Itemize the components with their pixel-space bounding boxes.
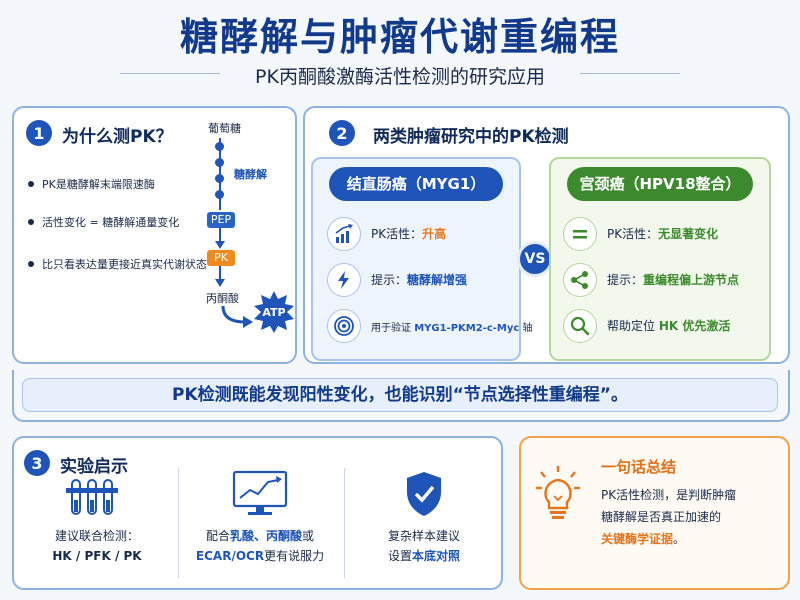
experiment-text: 设置本底对照 <box>350 546 498 566</box>
bullet-dot <box>28 261 34 267</box>
row-prefix: PK活性： <box>607 227 659 241</box>
atp-label: ATP <box>262 306 286 319</box>
page-title: 糖酵解与肿瘤代谢重编程 <box>179 15 620 59</box>
row-prefix: 帮助定位 <box>607 319 659 333</box>
arrow-down-icon <box>215 266 225 287</box>
header-divider-right <box>580 73 680 74</box>
row-value: 升高 <box>422 227 447 241</box>
row-prefix: PK活性： <box>371 227 423 241</box>
text-part: 或 <box>302 529 315 543</box>
colorectal-row-hint: 提示：糖酵解增强 <box>371 271 467 288</box>
pathway-glycolysis-label: 糖酵解 <box>234 168 267 181</box>
text-highlight: 本底对照 <box>412 549 461 563</box>
lightning-icon <box>327 263 361 297</box>
arrow-down-icon <box>215 228 225 249</box>
experiment-col-lactate: 配合乳酸、丙酮酸或 ECAR/OCR更有说服力 <box>184 526 336 566</box>
section-experiment: 3 实验启示 建议联合检测： HK / PFK / PK 配合乳酸、丙酮酸或 E… <box>12 436 503 590</box>
banner-frame <box>12 370 790 422</box>
pathway-dot <box>215 190 224 199</box>
cervical-row-hint: 提示：重编程偏上游节点 <box>607 271 739 288</box>
atp-burst-icon <box>254 291 294 333</box>
bullet-text: PK是糖酵解末端限速酶 <box>42 178 155 191</box>
section-title-experiment: 实验启示 <box>60 457 128 477</box>
pathway-pep-box: PEP <box>207 212 235 228</box>
summary-line: 糖酵解是否真正加速的 <box>601 510 722 524</box>
pathway-pk-box: PK <box>207 250 235 266</box>
section-summary: 一句话总结 PK活性检测，是判断肿瘤 糖酵解是否真正加速的 关键酶学证据。 <box>519 436 790 590</box>
summary-banner: PK检测既能发现阳性变化，也能识别“节点选择性重编程”。 <box>22 378 778 412</box>
text-highlight: ECAR/OCR <box>195 549 265 563</box>
pathway-dot <box>215 158 224 167</box>
pathway-pyruvate: 丙酮酸 <box>206 292 239 305</box>
bullet-text: 比只看表达量更接近真实代谢状态 <box>42 258 207 271</box>
experiment-col-background: 复杂样本建议 设置本底对照 <box>350 526 498 566</box>
pathway-dot <box>215 142 224 151</box>
section-number-2: 2 <box>329 120 355 146</box>
section-number-1: 1 <box>26 120 52 146</box>
monitor-chart-icon <box>232 470 288 515</box>
bullet-dot <box>28 181 34 187</box>
lightbulb-icon <box>536 466 580 519</box>
row-prefix: 提示： <box>607 273 644 287</box>
share-icon <box>563 263 597 297</box>
experiment-text: 复杂样本建议 <box>387 529 460 543</box>
magnifier-icon <box>563 309 597 343</box>
row-value: 重编程偏上游节点 <box>643 273 740 287</box>
summary-body: PK活性检测，是判断肿瘤 糖酵解是否真正加速的 关键酶学证据。 <box>601 484 736 550</box>
colorectal-row-pk: PK活性：升高 <box>371 225 446 242</box>
bullet-text: 活性变化 = 糖酵解通量变化 <box>42 216 180 229</box>
vs-badge: VS <box>517 241 553 277</box>
section-number-3: 3 <box>24 450 50 476</box>
experiment-text: 建议联合检测： <box>54 529 139 543</box>
section-title-why-pk: 为什么测PK？ <box>62 127 173 147</box>
test-tubes-icon <box>66 479 118 515</box>
shield-check-icon <box>407 472 441 516</box>
section-why-pk: 1 为什么测PK？ PK是糖酵解末端限速酶 活性变化 = 糖酵解通量变化 比只看… <box>12 106 297 364</box>
row-prefix: 用于验证 <box>371 323 415 334</box>
summary-title: 一句话总结 <box>601 458 677 476</box>
experiment-highlight: HK / PFK / PK <box>52 549 142 563</box>
column-divider <box>344 468 345 578</box>
row-value: HK 优先激活 <box>658 319 731 333</box>
text-highlight: 乳酸、丙酮酸 <box>229 529 302 543</box>
experiment-text: 配合乳酸、丙酮酸或 <box>184 526 336 546</box>
cervical-row-pk: PK活性：无显著变化 <box>607 225 718 242</box>
row-value: 糖酵解增强 <box>407 273 468 287</box>
bullet-item: 活性变化 = 糖酵解通量变化 <box>28 214 179 230</box>
pathway-glucose: 葡萄糖 <box>208 122 241 135</box>
pathway-dot <box>215 174 224 183</box>
header-divider-left <box>120 73 220 74</box>
equals-icon <box>563 217 597 251</box>
column-divider <box>178 468 179 578</box>
summary-end: 。 <box>673 532 686 546</box>
curved-arrow-icon <box>221 305 253 328</box>
row-value: 无显著变化 <box>658 227 719 241</box>
row-prefix: 提示： <box>371 273 408 287</box>
row-suffix: 轴 <box>519 323 533 334</box>
colorectal-row-axis: 用于验证 MYG1-PKM2-c-Myc 轴 <box>371 319 533 334</box>
experiment-col-joint: 建议联合检测： HK / PFK / PK <box>22 526 172 566</box>
section-title-tumor: 两类肿瘤研究中的PK检测 <box>373 127 569 147</box>
text-part: 配合 <box>205 529 230 543</box>
colorectal-card: 结直肠癌（MYG1） PK活性：升高 提示：糖酵解增强 用于验证 MYG1-PK… <box>311 157 533 361</box>
bullet-dot <box>28 219 34 225</box>
experiment-text: ECAR/OCR更有说服力 <box>184 546 336 566</box>
cervical-header: 宫颈癌（HPV18整合） <box>567 167 753 201</box>
cervical-row-locate: 帮助定位 HK 优先激活 <box>607 317 730 334</box>
page-subtitle: PK丙酮酸激酶活性检测的研究应用 <box>255 66 545 88</box>
colorectal-header: 结直肠癌（MYG1） <box>329 167 503 201</box>
text-part: 设置 <box>387 549 412 563</box>
bullet-item: PK是糖酵解末端限速酶 <box>28 176 155 192</box>
summary-line: 关键酶学证据。 <box>601 528 736 550</box>
cervical-card: 宫颈癌（HPV18整合） PK活性：无显著变化 提示：重编程偏上游节点 帮助定位… <box>549 157 771 361</box>
row-value: MYG1-PKM2-c-Myc <box>414 323 520 334</box>
bar-chart-up-icon <box>327 217 361 251</box>
text-part: 更有说服力 <box>264 549 325 563</box>
summary-highlight: 关键酶学证据 <box>601 532 674 546</box>
bullet-item: 比只看表达量更接近真实代谢状态 <box>28 256 207 272</box>
target-icon <box>327 309 361 343</box>
summary-line: PK活性检测，是判断肿瘤 <box>601 488 737 502</box>
